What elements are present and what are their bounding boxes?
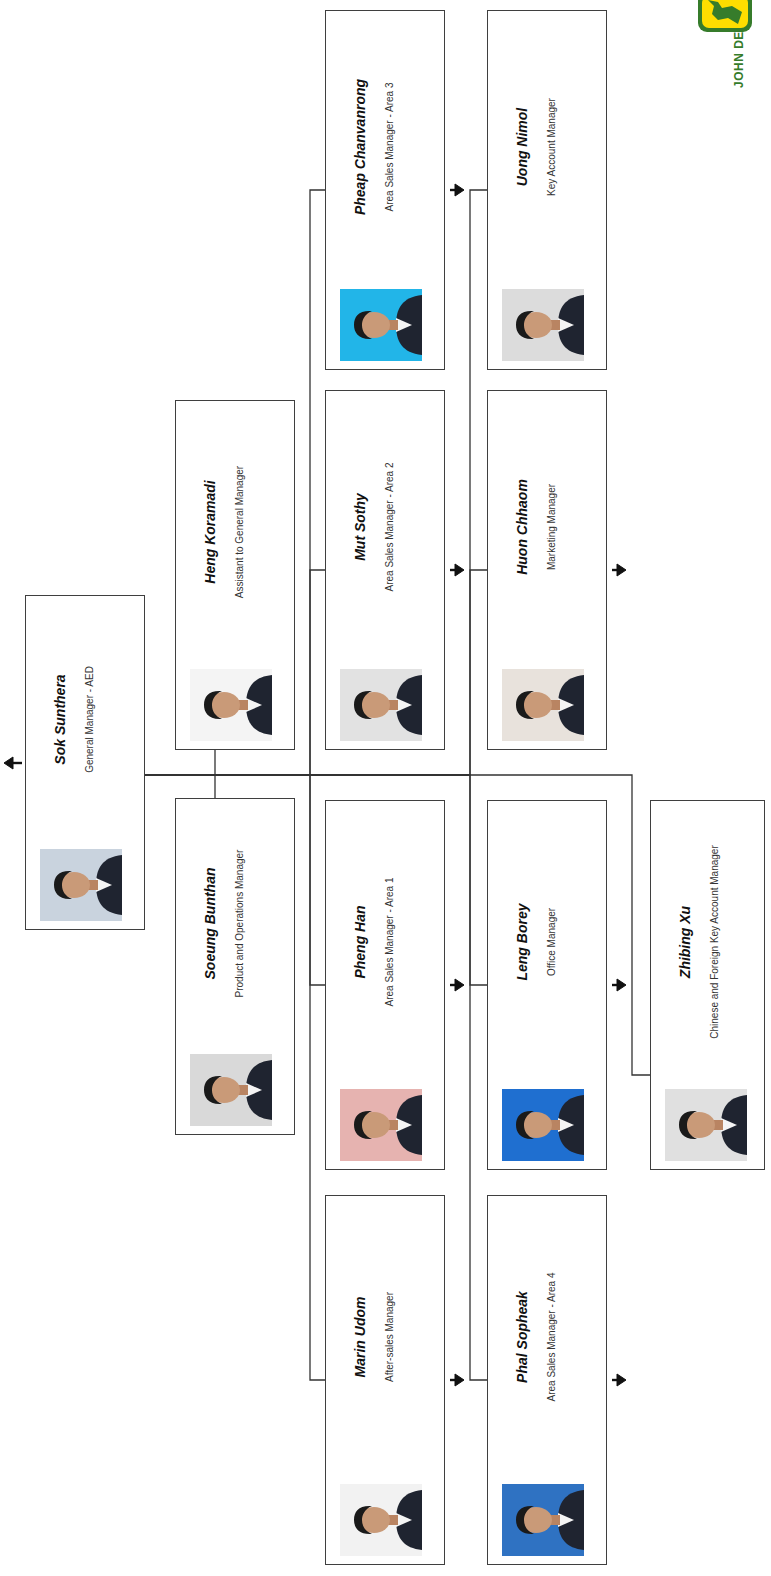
job-title: Key Account Manager <box>546 17 557 277</box>
text-block: Pheap Chanvanrong Area Sales Manager - Ar… <box>352 17 395 277</box>
text-block: Huon Chhaom Marketing Manager <box>514 397 557 657</box>
person-box: Leng Borey Office Manager <box>487 800 607 1170</box>
person-box: Huon Chhaom Marketing Manager <box>487 390 607 750</box>
down-arrow <box>450 979 464 991</box>
portrait-photo <box>502 289 584 361</box>
text-block: Leng Borey Office Manager <box>514 807 557 1077</box>
person-name: Marin Udom <box>352 1202 368 1472</box>
down-arrow <box>612 979 626 991</box>
job-title: Area Sales Manager - Area 3 <box>384 17 395 277</box>
person-box: Phal Sopheak Area Sales Manager - Area 4 <box>487 1195 607 1565</box>
portrait-photo <box>502 669 584 741</box>
reporting-line <box>145 750 215 775</box>
job-title: Area Sales Manager - Area 4 <box>546 1202 557 1472</box>
portrait-photo <box>190 1054 272 1126</box>
text-block: Uong Nimol Key Account Manager <box>514 17 557 277</box>
job-title: After-sales Manager <box>384 1202 395 1472</box>
job-title: Chinese and Foreign Key Account Manager <box>709 807 720 1077</box>
person-name: Pheap Chanvanrong <box>352 17 368 277</box>
person-name: Huon Chhaom <box>514 397 530 657</box>
reporting-line <box>145 775 325 1380</box>
person-name: Sok Sunthera <box>52 602 68 837</box>
person-name: Zhibing Xu <box>677 807 693 1077</box>
text-block: Soeung Bunthan Product and Operations Man… <box>202 805 245 1042</box>
job-title: Assistant to General Manager <box>234 407 245 657</box>
portrait-photo <box>502 1484 584 1556</box>
up-arrow <box>4 757 22 769</box>
person-name: Leng Borey <box>514 807 530 1077</box>
portrait-photo <box>40 849 122 921</box>
text-block: Pheng Han Area Sales Manager - Area 1 <box>352 807 395 1077</box>
brand-label: JOHN DE <box>732 31 746 88</box>
portrait-photo <box>340 669 422 741</box>
person-name: Heng Koramadi <box>202 407 218 657</box>
person-box: Heng Koramadi Assistant to General Manage… <box>175 400 295 750</box>
person-name: Soeung Bunthan <box>202 805 218 1042</box>
job-title: Area Sales Manager - Area 1 <box>384 807 395 1077</box>
person-box: Pheng Han Area Sales Manager - Area 1 <box>325 800 445 1170</box>
job-title: General Manager - AED <box>84 602 95 837</box>
text-block: Marin Udom After-sales Manager <box>352 1202 395 1472</box>
person-box: Uong Nimol Key Account Manager <box>487 10 607 370</box>
portrait-photo <box>340 289 422 361</box>
person-name: Phal Sopheak <box>514 1202 530 1472</box>
job-title: Office Manager <box>546 807 557 1077</box>
portrait-photo <box>190 669 272 741</box>
person-box: Sok Sunthera General Manager - AED <box>25 595 145 930</box>
down-arrow <box>450 184 464 196</box>
person-name: Mut Sothy <box>352 397 368 657</box>
person-box: Pheap Chanvanrong Area Sales Manager - Ar… <box>325 10 445 370</box>
logo-mark <box>698 0 752 32</box>
person-box: Zhibing Xu Chinese and Foreign Key Accoun… <box>650 800 765 1170</box>
portrait-photo <box>340 1484 422 1556</box>
portrait-photo <box>665 1089 747 1161</box>
portrait-photo <box>340 1089 422 1161</box>
person-box: Mut Sothy Area Sales Manager - Area 2 <box>325 390 445 750</box>
reporting-line <box>145 190 325 775</box>
person-name: Uong Nimol <box>514 17 530 277</box>
person-name: Pheng Han <box>352 807 368 1077</box>
reporting-line <box>145 775 215 798</box>
down-arrow <box>612 1374 626 1386</box>
job-title: Area Sales Manager - Area 2 <box>384 397 395 657</box>
person-box: Marin Udom After-sales Manager <box>325 1195 445 1565</box>
text-block: Mut Sothy Area Sales Manager - Area 2 <box>352 397 395 657</box>
person-box: Soeung Bunthan Product and Operations Man… <box>175 798 295 1135</box>
down-arrow <box>450 564 464 576</box>
down-arrow <box>612 564 626 576</box>
job-title: Marketing Manager <box>546 397 557 657</box>
portrait-photo <box>502 1089 584 1161</box>
job-title: Product and Operations Manager <box>234 805 245 1042</box>
text-block: Zhibing Xu Chinese and Foreign Key Accoun… <box>677 807 720 1077</box>
text-block: Phal Sopheak Area Sales Manager - Area 4 <box>514 1202 557 1472</box>
down-arrow <box>450 1374 464 1386</box>
text-block: Heng Koramadi Assistant to General Manage… <box>202 407 245 657</box>
text-block: Sok Sunthera General Manager - AED <box>52 602 95 837</box>
